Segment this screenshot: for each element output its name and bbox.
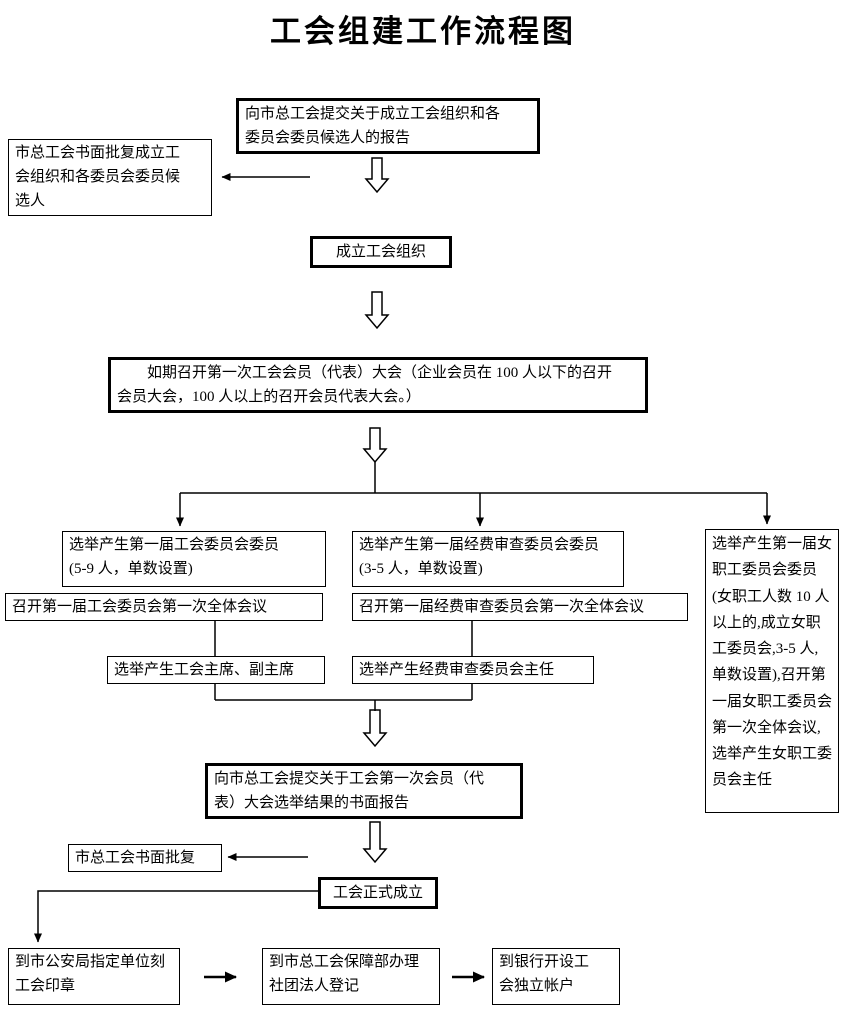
hollow-arrow-down-icon <box>362 709 388 748</box>
node-written-approval-establish: 市总工会书面批复成立工 会组织和各委员会委员候 选人 <box>8 139 212 216</box>
node-establish-union: 成立工会组织 <box>310 236 452 268</box>
page-title: 工会组建工作流程图 <box>270 14 576 49</box>
node-elect-fund-director: 选举产生经费审查委员会主任 <box>352 656 594 684</box>
node-union-established: 工会正式成立 <box>318 877 438 909</box>
hollow-arrow-down-icon <box>362 821 388 864</box>
node-bank-account: 到银行开设工 会独立帐户 <box>492 948 620 1005</box>
node-fund-committee-first-meeting: 召开第一届经费审查委员会第一次全体会议 <box>352 593 688 621</box>
node-legal-registration: 到市总工会保障部办理 社团法人登记 <box>262 948 440 1005</box>
node-first-congress: 如期召开第一次工会会员（代表）大会（企业会员在 100 人以下的召开 会员大会，… <box>108 357 648 413</box>
node-union-committee-first-meeting: 召开第一届工会委员会第一次全体会议 <box>5 593 323 621</box>
node-elect-union-committee: 选举产生第一届工会委员会委员 (5-9 人，单数设置) <box>62 531 326 587</box>
hollow-arrow-down-icon <box>364 291 390 330</box>
node-written-approval: 市总工会书面批复 <box>68 844 222 872</box>
hollow-arrow-down-icon <box>364 157 390 194</box>
node-make-seal: 到市公安局指定单位刻 工会印章 <box>8 948 180 1005</box>
node-women-committee: 选举产生第一届女职工委员会委员(女职工人数 10 人以上的,成立女职工委员会,3… <box>705 529 839 813</box>
established-branch-line <box>34 890 318 943</box>
node-submit-election-report: 向市总工会提交关于工会第一次会员（代 表）大会选举结果的书面报告 <box>205 763 523 819</box>
node-elect-fund-committee: 选举产生第一届经费审查委员会委员 (3-5 人，单数设置) <box>352 531 624 587</box>
node-elect-chairman: 选举产生工会主席、副主席 <box>107 656 325 684</box>
hollow-arrow-down-icon <box>362 427 388 464</box>
node-submit-report: 向市总工会提交关于成立工会组织和各 委员会委员候选人的报告 <box>236 98 540 154</box>
